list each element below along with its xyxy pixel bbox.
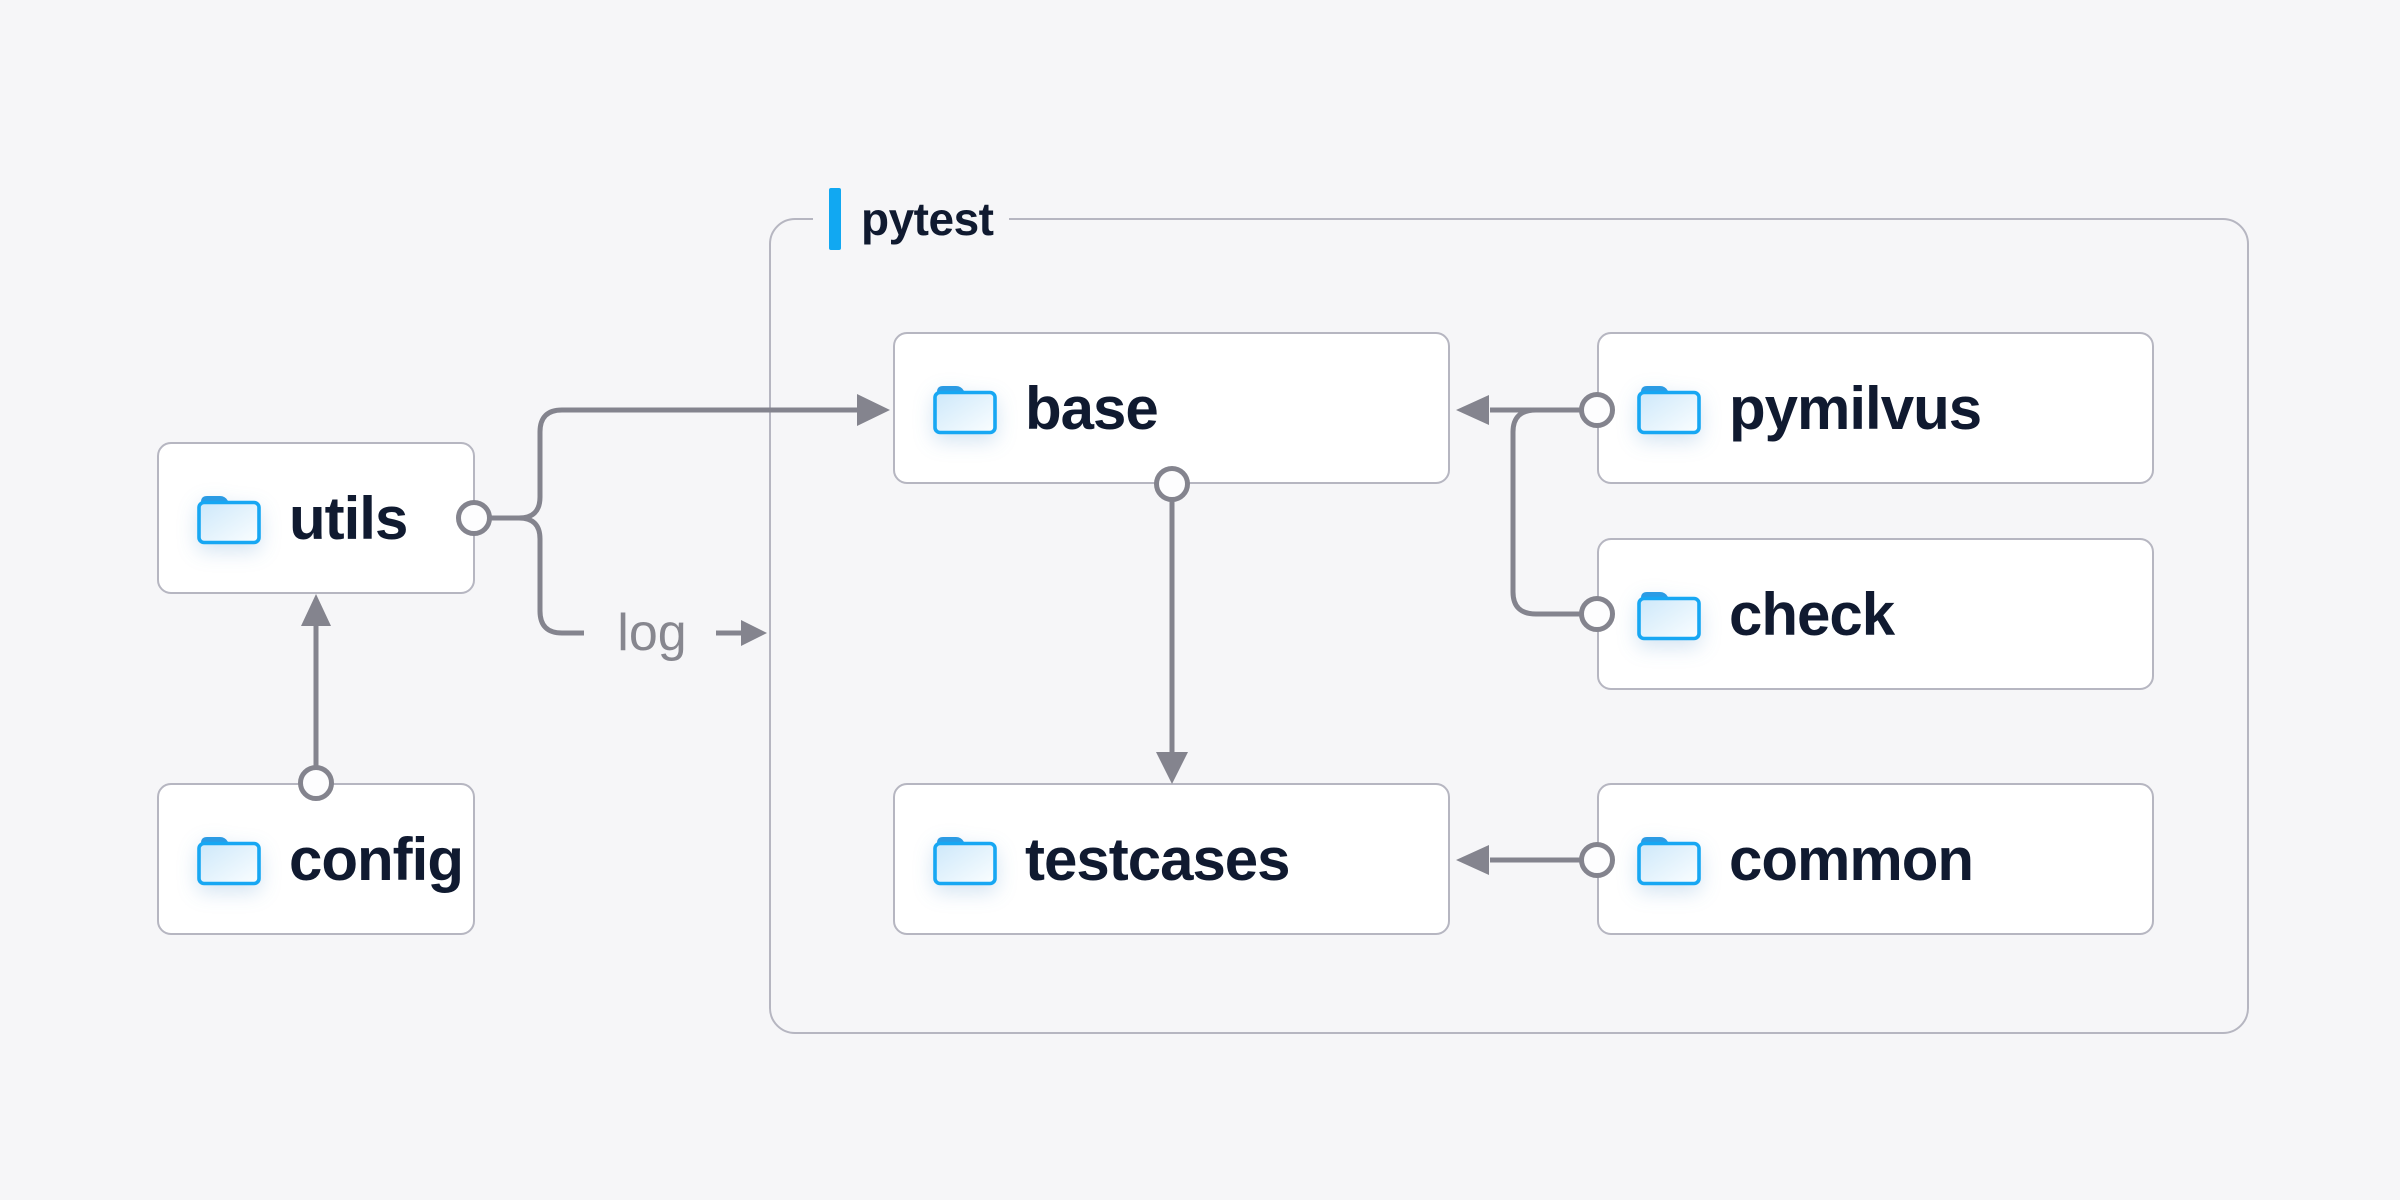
node-base: base bbox=[893, 332, 1450, 484]
node-label: config bbox=[289, 825, 464, 893]
group-label-text: pytest bbox=[861, 193, 994, 245]
edge-config-utils bbox=[298, 594, 334, 801]
node-label: common bbox=[1729, 825, 1974, 893]
node-label: check bbox=[1729, 580, 1895, 648]
group-accent-bar bbox=[829, 188, 841, 250]
edge-label-log: log bbox=[617, 604, 687, 662]
folder-icon bbox=[1635, 831, 1703, 887]
folder-icon bbox=[195, 490, 263, 546]
node-label: base bbox=[1025, 374, 1159, 442]
node-check: check bbox=[1597, 538, 2154, 690]
folder-icon bbox=[1635, 586, 1703, 642]
pytest-group-frame: pytest bbox=[769, 187, 2249, 1034]
folder-icon bbox=[195, 831, 263, 887]
node-utils: utils bbox=[157, 442, 475, 594]
pytest-group-label: pytest bbox=[813, 187, 1010, 251]
folder-icon bbox=[931, 380, 999, 436]
node-common: common bbox=[1597, 783, 2154, 935]
node-config: config bbox=[157, 783, 475, 935]
folder-icon bbox=[931, 831, 999, 887]
node-label: utils bbox=[289, 484, 408, 552]
node-label: pymilvus bbox=[1729, 374, 1982, 442]
folder-icon bbox=[1635, 380, 1703, 436]
node-testcases: testcases bbox=[893, 783, 1450, 935]
node-pymilvus: pymilvus bbox=[1597, 332, 2154, 484]
node-label: testcases bbox=[1025, 825, 1291, 893]
